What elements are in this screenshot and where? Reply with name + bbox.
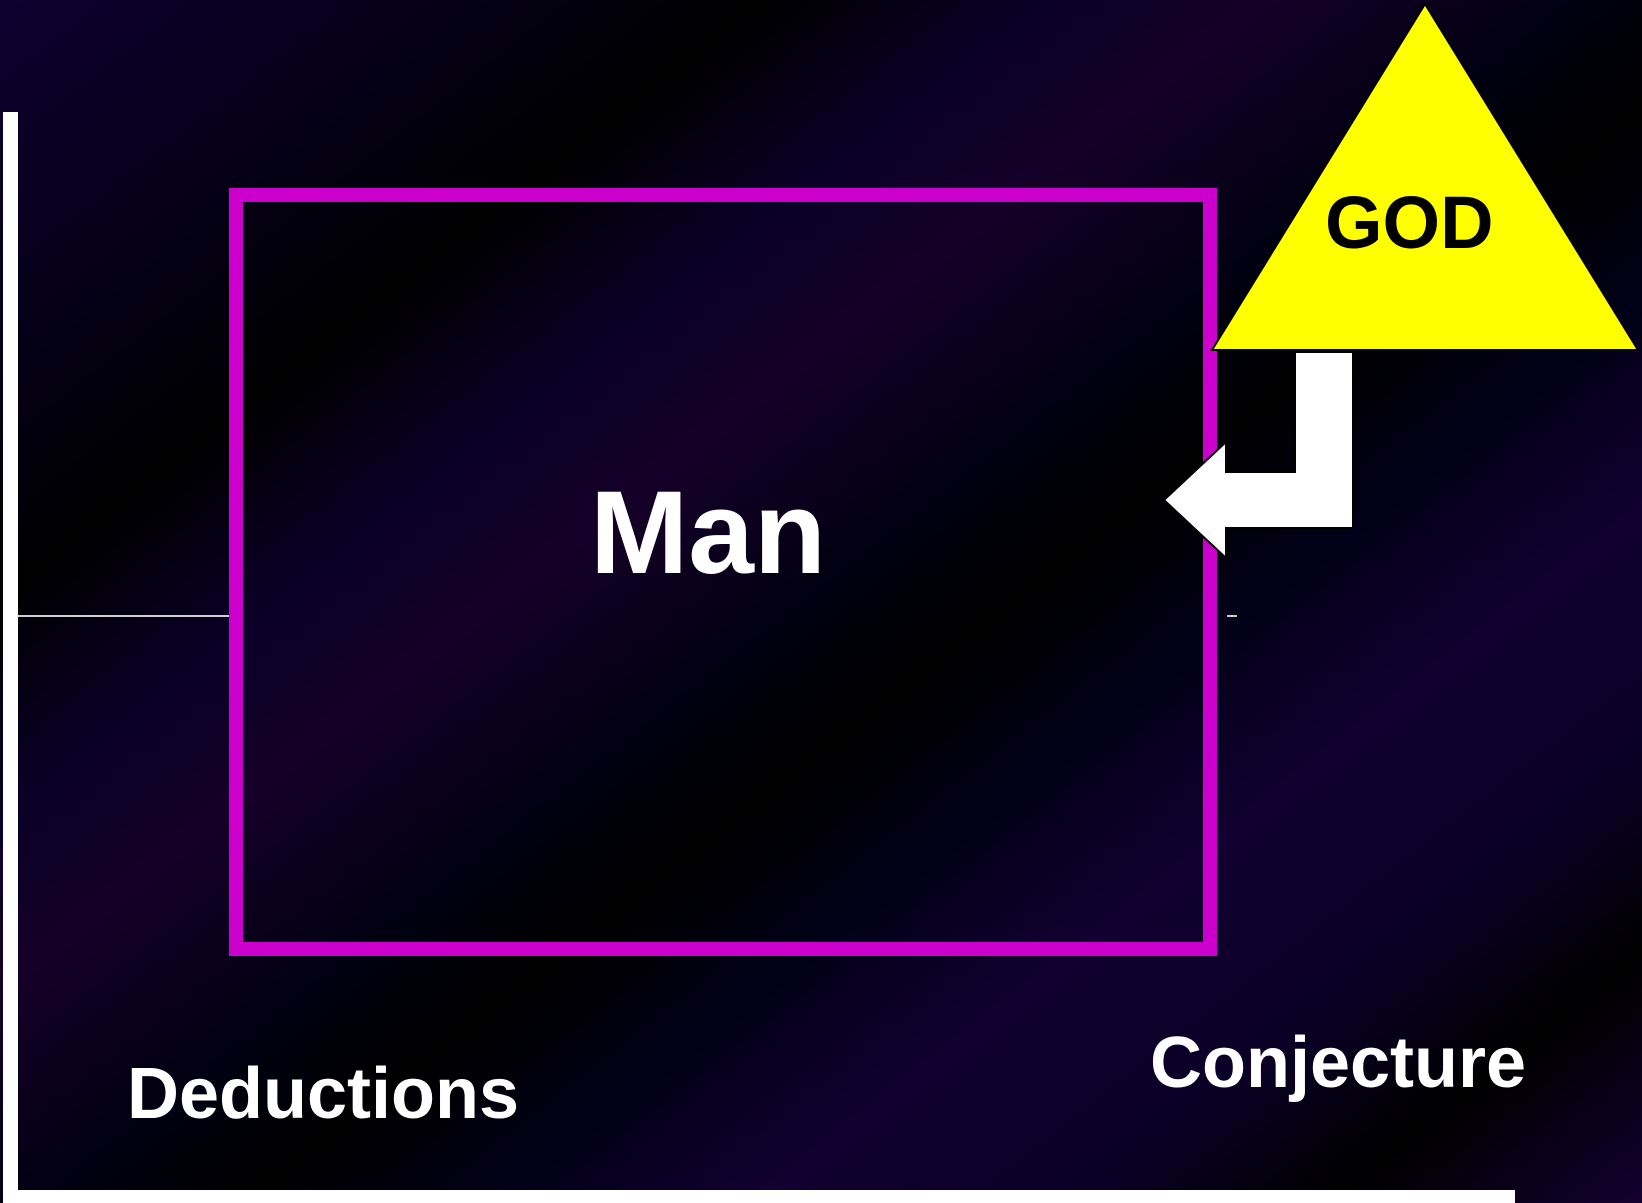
god-label: GOD (1325, 181, 1494, 264)
conjecture-label: Conjecture (1150, 1023, 1527, 1103)
axis-midline (18, 615, 229, 617)
bent-arrow-icon (1162, 351, 1354, 561)
vertical-axis-line (3, 112, 18, 1202)
axis-midline-right (1227, 615, 1237, 617)
deductions-label: Deductions (127, 1054, 520, 1134)
god-triangle-icon (1210, 2, 1640, 351)
man-label: Man (590, 467, 826, 599)
horizontal-axis-line (3, 1190, 1515, 1203)
man-box (229, 188, 1217, 956)
